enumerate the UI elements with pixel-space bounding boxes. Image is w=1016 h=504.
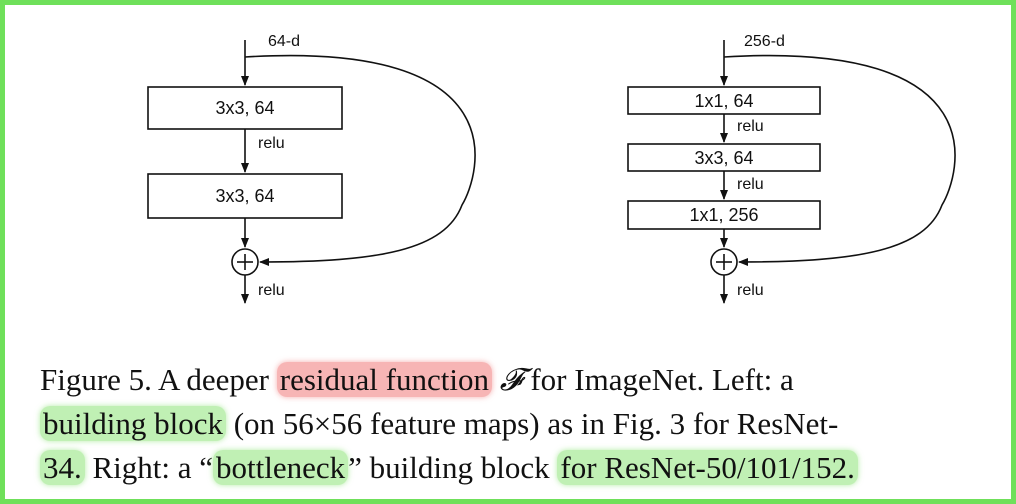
left-shortcut-connection <box>244 54 476 266</box>
highlight-34: 34. <box>40 450 85 485</box>
script-f-symbol: 𝓕 <box>499 362 523 398</box>
figure-caption: Figure 5. A deeper residual function 𝓕 f… <box>40 358 980 490</box>
right-layer3-label: 1x1, 256 <box>689 205 758 225</box>
right-input-label: 256-d <box>744 33 785 50</box>
highlight-resnet-50-101-152: for ResNet-50/101/152. <box>557 450 858 485</box>
caption-line-2: building block (on 56×56 feature maps) a… <box>40 402 980 446</box>
residual-diagram: 64-d 3x3, 64 relu 3x3, 64 relu 256-d 1x1… <box>147 33 956 304</box>
left-layer2-box <box>147 173 343 219</box>
left-building-block: 64-d 3x3, 64 relu 3x3, 64 relu <box>147 33 476 304</box>
right-layer2-box <box>627 143 821 172</box>
highlight-bottleneck: bottleneck <box>213 450 349 485</box>
left-input-label: 64-d <box>268 33 300 50</box>
highlight-residual-function: residual function <box>276 362 492 397</box>
right-relu-out: relu <box>737 282 764 299</box>
right-relu-1: relu <box>737 118 764 135</box>
right-layer2-label: 3x3, 64 <box>694 148 753 168</box>
left-layer1-label: 3x3, 64 <box>215 98 274 118</box>
highlight-building-block: building block <box>40 406 226 441</box>
right-layer1-label: 1x1, 64 <box>694 91 753 111</box>
right-layer1-box <box>627 86 821 115</box>
left-relu-1: relu <box>258 135 285 152</box>
left-layer2-label: 3x3, 64 <box>215 186 274 206</box>
left-relu-out: relu <box>258 282 285 299</box>
right-relu-2: relu <box>737 176 764 193</box>
caption-line-3: 34. Right: a “bottleneck” building block… <box>40 446 980 490</box>
right-bottleneck-block: 256-d 1x1, 64 relu 3x3, 64 relu 1x1, 256… <box>627 33 956 304</box>
right-layer3-box <box>627 200 821 230</box>
caption-line-1: Figure 5. A deeper residual function 𝓕 f… <box>40 362 794 398</box>
left-layer1-box <box>147 86 343 130</box>
right-shortcut-connection <box>723 54 956 266</box>
